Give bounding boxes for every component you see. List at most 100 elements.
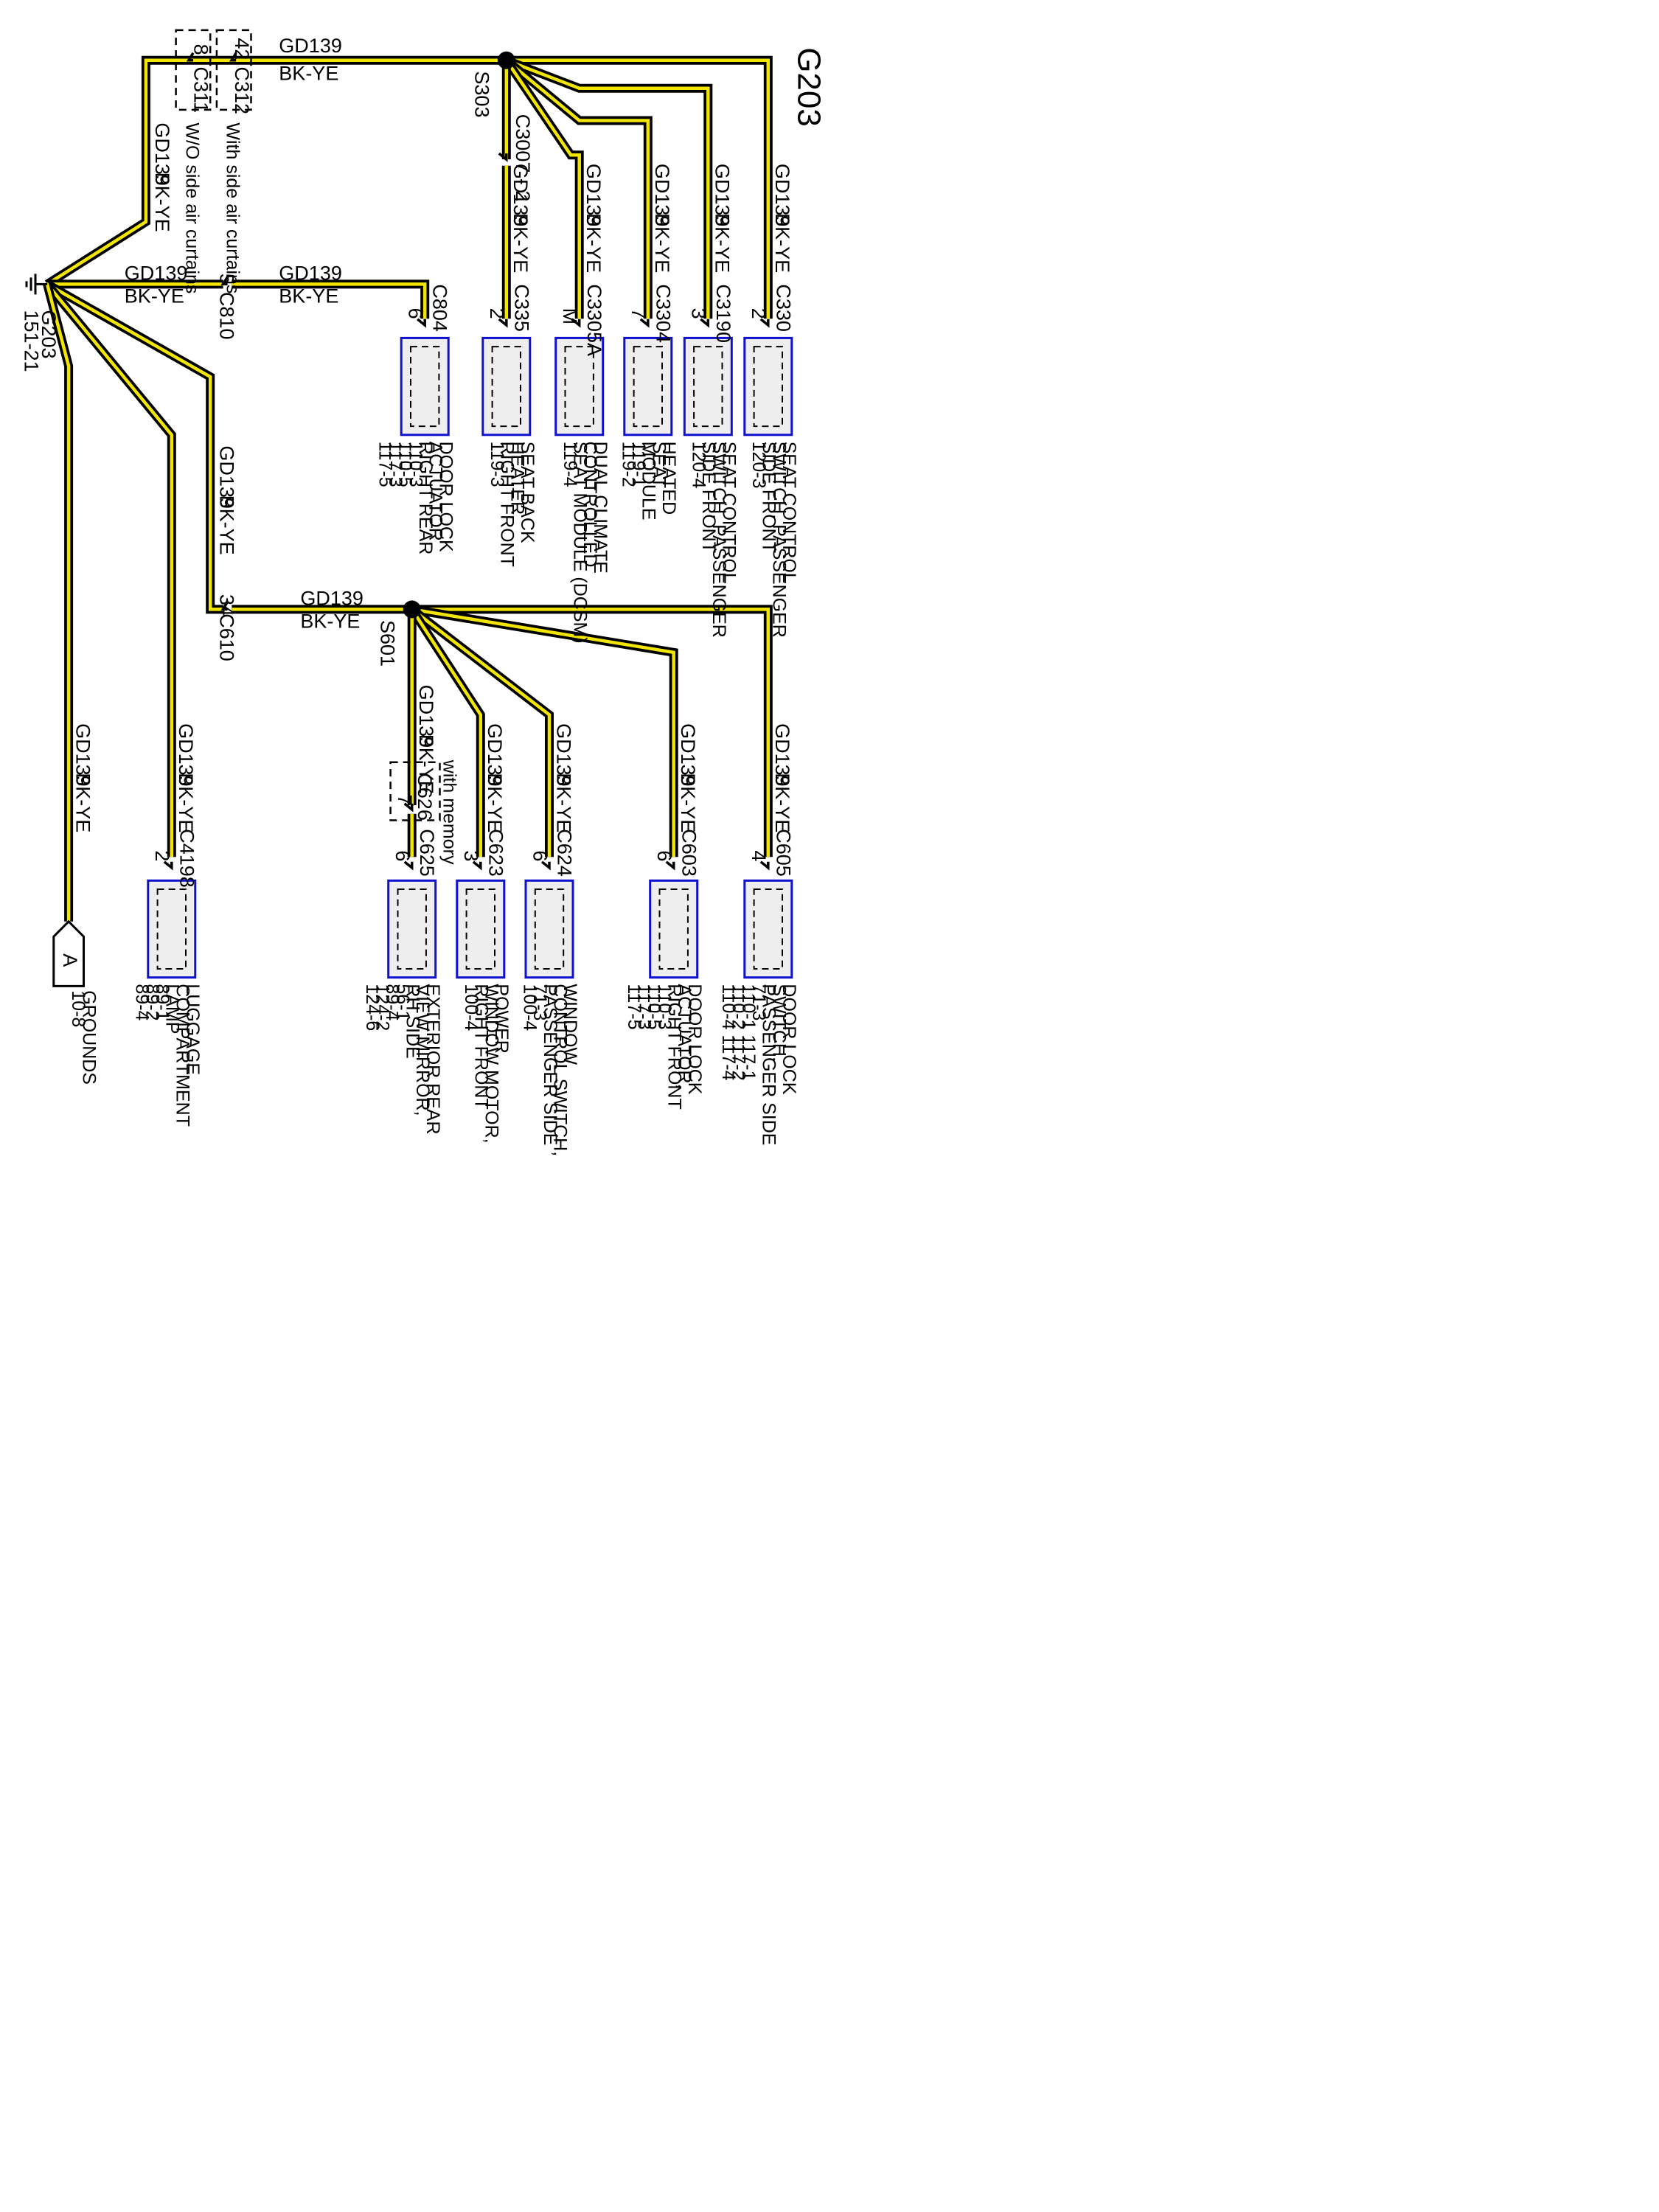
c626-note: with memory [439, 759, 460, 865]
seat-back-heater-label-0: SEAT BACK [517, 442, 538, 543]
wire-ground-offpage-core [45, 283, 71, 922]
seat-control-passenger-connector: C3190 [712, 284, 734, 343]
door-lock-rf-color: BK-YE [677, 773, 699, 832]
seat-back-heater-label-1: HEATER, [507, 442, 527, 521]
lower-riser-circuit: GD139 [215, 445, 237, 509]
heated-seat-module-label-3: 119-1 [628, 442, 649, 487]
heated-seat-module-connector: C3304 [652, 284, 674, 343]
heated-seat-module-color: BK-YE [651, 213, 673, 273]
c810-c804-color: BK-YE [279, 285, 338, 307]
wire-ground-to-c610-core [46, 282, 223, 611]
wire-s303-heated-seat-module-core [505, 59, 650, 319]
dcsm-color: BK-YE [582, 213, 605, 273]
wire-s601-window-motor-core [410, 608, 483, 858]
mirror-connector: C625 [416, 829, 438, 877]
mirror-terminal [403, 860, 414, 871]
door-lock-rf-label-2: RIGHT FRONT [664, 984, 685, 1109]
g-c810-circuit: GD139 [125, 262, 188, 285]
mirror-label-5: 124-2 [372, 984, 392, 1031]
heated-seat-module-label-0: HEATED [658, 442, 679, 515]
door-lock-switch-terminal [759, 860, 770, 871]
window-control-switch-label-0: WINDOW [560, 984, 580, 1065]
c312-pin: 42 [231, 38, 253, 60]
door-lock-rr-label-4: 110-5 [395, 442, 416, 487]
c312-terminal [229, 52, 237, 62]
window-control-switch-box-inner [534, 888, 565, 970]
mirror-label-1: VIEW MIRROR, [412, 984, 433, 1116]
offpage-label-1: 10-8 [68, 990, 88, 1027]
luggage-lamp-terminal [163, 860, 173, 871]
heated-seat-module-box-inner [633, 346, 663, 428]
window-control-switch-label-1: CONTROL SWITCH, [549, 984, 570, 1156]
seat-control-front-label-1: SWITCH, PASSENGER [768, 442, 789, 638]
window-motor-connector: C623 [484, 829, 507, 877]
luggage-lamp-color: BK-YE [175, 773, 197, 832]
luggage-lamp-label-5: 89-4 [132, 984, 153, 1020]
door-lock-rf-label-5: 117-3 [633, 984, 654, 1029]
riser-circuit: GD139 [151, 122, 173, 186]
door-lock-rf-label-1: ACTUATOR, [674, 984, 695, 1088]
seat-back-heater-label-2: RIGHT FRONT [497, 442, 518, 567]
door-lock-switch-box [743, 879, 793, 979]
door-lock-rf-label-6: 117-5 [624, 984, 644, 1029]
door-lock-switch-color: BK-YE [771, 773, 793, 832]
luggage-lamp-connector: C4198 [175, 829, 198, 888]
seat-control-front-box [743, 336, 793, 437]
door-lock-rf-box-inner [658, 888, 689, 970]
wire-ground-luggage-lamp-core [46, 282, 174, 858]
window-control-switch-circuit: GD139 [552, 723, 574, 787]
seat-back-heater-box [481, 336, 532, 437]
luggage-lamp-label-3: 89-1 [152, 984, 173, 1020]
splice-s303 [497, 51, 515, 69]
diagram-title: G203 [791, 47, 827, 127]
heated-seat-module-terminal [639, 318, 650, 328]
heated-seat-module-pin: 7 [627, 308, 650, 319]
dcsm-label-3: 119-4 [560, 442, 580, 487]
seat-back-heater-box-inner [491, 346, 521, 428]
door-lock-rr-label-1: ACTUATOR, [425, 442, 446, 546]
c810-terminal [220, 276, 229, 286]
dcsm-terminal [571, 318, 581, 328]
splice-s303-label: S303 [471, 71, 493, 117]
c610-id: C610 [215, 613, 237, 661]
window-motor-label-1: WINDOW MOTOR, [481, 984, 501, 1143]
window-motor-box-inner [465, 888, 495, 970]
riser-color: BK-YE [151, 173, 173, 232]
wire-s601-door-lock-rf-core [411, 608, 675, 858]
door-lock-switch-label-4: 110-1 117-1 [738, 984, 759, 1080]
seat-control-passenger-label-0: SEAT CONTROL [718, 442, 739, 583]
heated-seat-module-label-4: 119-2 [618, 442, 639, 487]
mirror-color: BK-YE [415, 734, 437, 794]
door-lock-switch-connector: C605 [772, 829, 794, 877]
door-lock-rr-box-inner [410, 346, 440, 428]
window-motor-circuit: GD139 [484, 723, 506, 787]
wire-ground-offpage [43, 282, 74, 922]
heated-seat-module-label-2: MODULE [639, 442, 659, 521]
dcsm-label-2: SEAT MODULE (DCSM) [569, 442, 590, 644]
dcsm-connector: C3305A [583, 284, 605, 356]
seat-control-front-pin: 2 [748, 308, 770, 319]
seat-control-passenger-terminal [700, 318, 710, 328]
c810-c804-circuit: GD139 [279, 262, 342, 285]
wire-s303-seat-control-front-core [506, 58, 771, 319]
c810-id: C810 [215, 292, 237, 340]
heated-seat-module-label-1: SEAT [648, 442, 669, 488]
c626-id: C626 [414, 773, 436, 821]
seat-control-front-box-inner [753, 346, 783, 428]
mirror-label-0: EXTERIOR REAR [422, 984, 443, 1134]
offpage-connector [52, 919, 85, 987]
wire-s601-door-lock-switch-core [411, 608, 771, 858]
mirror-box-inner [397, 888, 427, 970]
c312-note: With side air curtains [223, 122, 243, 293]
dcsm-pin: M [559, 308, 581, 325]
splice-s601 [403, 600, 421, 619]
dcsm-box [554, 336, 605, 437]
seat-control-front-label-3: 120-3 [748, 442, 769, 489]
wire-ground-to-s303-core [46, 58, 507, 286]
c311-dashed-box [175, 29, 212, 111]
seat-control-front-color: BK-YE [771, 213, 793, 273]
mirror-box [387, 879, 437, 979]
window-motor-box [456, 879, 506, 979]
door-lock-rf-pin: 6 [653, 850, 675, 861]
